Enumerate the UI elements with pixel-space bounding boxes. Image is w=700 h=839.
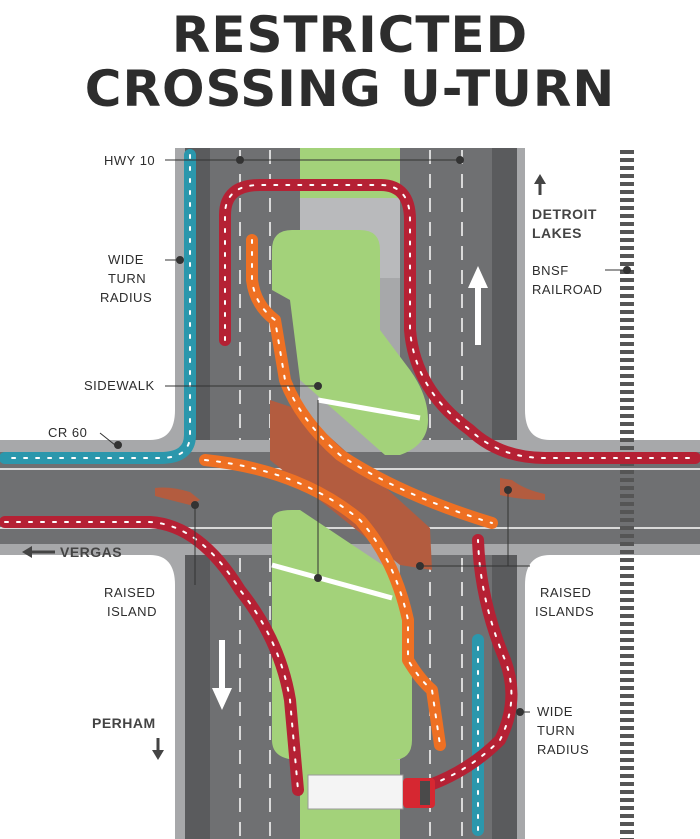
- svg-text:WIDE: WIDE: [537, 704, 573, 719]
- svg-text:RAILROAD: RAILROAD: [532, 282, 602, 297]
- truck: [307, 774, 435, 810]
- svg-text:RADIUS: RADIUS: [537, 742, 589, 757]
- svg-text:TURN: TURN: [108, 271, 146, 286]
- svg-text:BNSF: BNSF: [532, 263, 569, 278]
- svg-text:PERHAM: PERHAM: [92, 715, 156, 731]
- label-vergas: VERGAS: [22, 544, 122, 560]
- label-wide-turn-radius-left: WIDE TURN RADIUS: [100, 252, 152, 305]
- svg-text:ISLAND: ISLAND: [107, 604, 157, 619]
- label-cr-60: CR 60: [48, 425, 87, 440]
- svg-text:RADIUS: RADIUS: [100, 290, 152, 305]
- svg-text:LAKES: LAKES: [532, 225, 582, 241]
- label-wide-turn-radius-right: WIDE TURN RADIUS: [537, 704, 589, 757]
- raised-islands: [155, 400, 545, 570]
- vehicle-paths: [0, 149, 700, 836]
- svg-text:VERGAS: VERGAS: [60, 544, 122, 560]
- leader-lines: [99, 156, 631, 716]
- label-sidewalk: SIDEWALK: [84, 378, 155, 393]
- title-line-1: RESTRICTED: [171, 6, 529, 64]
- label-bnsf-railroad: BNSF RAILROAD: [532, 263, 602, 297]
- svg-text:RAISED: RAISED: [540, 585, 591, 600]
- label-raised-island: RAISED ISLAND: [104, 585, 157, 619]
- label-detroit-lakes: DETROIT LAKES: [532, 174, 597, 241]
- svg-text:WIDE: WIDE: [108, 252, 144, 267]
- svg-text:TURN: TURN: [537, 723, 575, 738]
- title-line-2: CROSSING U-TURN: [84, 60, 616, 118]
- svg-text:ISLANDS: ISLANDS: [535, 604, 594, 619]
- label-perham: PERHAM: [92, 715, 164, 760]
- direction-arrows: [212, 266, 488, 710]
- svg-text:DETROIT: DETROIT: [532, 206, 597, 222]
- label-hwy-10: HWY 10: [104, 153, 155, 168]
- svg-text:RAISED: RAISED: [104, 585, 155, 600]
- label-raised-islands: RAISED ISLANDS: [535, 585, 594, 619]
